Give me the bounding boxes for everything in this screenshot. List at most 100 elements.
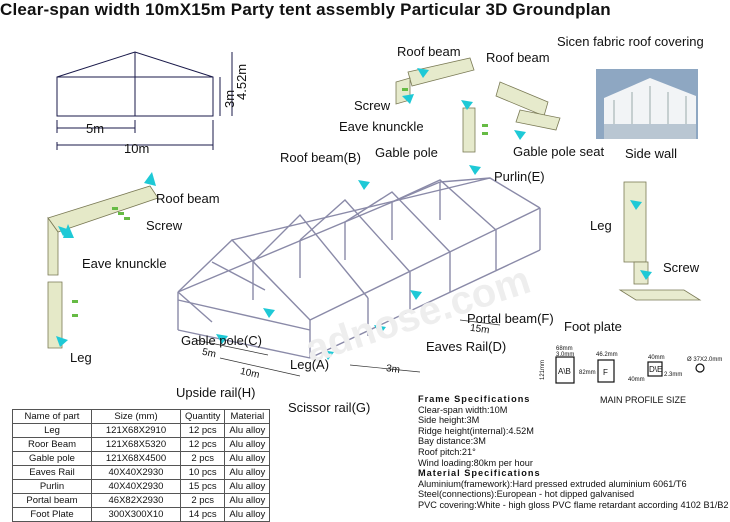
material-spec-line: PVC covering:White - high gloss PVC flam… bbox=[418, 499, 729, 510]
frame-spec-line: Roof pitch:21° bbox=[418, 446, 476, 457]
parts-table: Name of part Size (mm) Quantity Material… bbox=[12, 409, 271, 522]
table-header: Size (mm) bbox=[91, 409, 181, 424]
frame-spec-line: Clear-span width:10M bbox=[418, 404, 508, 415]
label-screw-right: Screw bbox=[663, 260, 700, 275]
frame-specs-heading: Frame Specifications bbox=[418, 394, 531, 404]
frame-spec-line: Wind loading:80km per hour bbox=[418, 457, 533, 468]
profile-4-label: Ø 37X2.0mm bbox=[687, 357, 723, 363]
profile-2-width: 46.2mm bbox=[596, 352, 618, 358]
label-leg-right: Leg bbox=[590, 218, 612, 233]
table-cell: 15 pcs bbox=[179, 479, 226, 494]
profile-2-height: 82mm bbox=[579, 370, 596, 376]
table-cell: 121X68X5320 bbox=[91, 437, 181, 452]
profile-1-height: 121mm bbox=[540, 359, 546, 380]
table-header: Quantity bbox=[179, 409, 226, 424]
screw-bolts bbox=[72, 88, 488, 317]
label-roof-beam-left: Roof beam bbox=[156, 191, 220, 206]
label-scissor-rail-g: Scissor rail(G) bbox=[288, 400, 371, 415]
table-row: Gable pole 121X68X4500 2 pcs Alu alloy bbox=[12, 451, 271, 466]
table-cell: Gable pole bbox=[12, 451, 92, 466]
label-sicen-fabric: Sicen fabric roof covering bbox=[557, 34, 704, 49]
label-eaves-rail-d: Eaves Rail(D) bbox=[426, 339, 507, 354]
table-row: Eaves Rail 40X40X2930 10 pcs Alu alloy bbox=[12, 465, 271, 480]
profile-2-letter: F bbox=[603, 368, 608, 377]
profile-3-height: 40mm bbox=[628, 377, 645, 383]
table-cell: Alu alloy bbox=[224, 507, 271, 522]
profile-1-letter: A\B bbox=[558, 367, 571, 376]
table-cell: 2 pcs bbox=[179, 493, 226, 508]
table-header: Material bbox=[224, 409, 271, 424]
material-spec-line: Steel(connections):European - hot dipped… bbox=[418, 489, 635, 500]
frame-spec-line: Side height:3M bbox=[418, 415, 480, 426]
material-spec-line: Aluminium(framework):Hard pressed extrud… bbox=[418, 478, 687, 489]
table-cell: Leg bbox=[12, 423, 92, 438]
table-row: Portal beam 46X82X2930 2 pcs Alu alloy bbox=[12, 493, 271, 508]
page-title: Clear-span width 10mX15m Party tent asse… bbox=[0, 0, 611, 19]
table-cell: 40X40X2930 bbox=[91, 479, 181, 494]
label-upside-rail-h: Upside rail(H) bbox=[176, 385, 256, 400]
table-cell: 121X68X4500 bbox=[91, 451, 181, 466]
table-header-row: Name of part Size (mm) Quantity Material bbox=[12, 409, 271, 424]
label-gable-pole-top: Gable pole bbox=[375, 145, 438, 160]
label-purlin-e: Purlin(E) bbox=[494, 169, 545, 184]
table-cell: 10 pcs bbox=[179, 465, 226, 480]
dim-width: 10m bbox=[124, 141, 150, 156]
label-leg-a: Leg(A) bbox=[290, 357, 330, 372]
profile-sections bbox=[555, 356, 705, 384]
table-cell: Alu alloy bbox=[224, 493, 271, 508]
label-screw-left: Screw bbox=[146, 218, 183, 233]
label-leg-left: Leg bbox=[70, 350, 92, 365]
profile-3-width: 40mm bbox=[648, 355, 665, 361]
specifications-block: Frame Specifications Clear-span width:10… bbox=[418, 394, 729, 511]
label-roof-beam-b: Roof beam(B) bbox=[280, 150, 361, 165]
part-arrows bbox=[56, 68, 652, 360]
table-row: Roor Beam 121X68X5320 12 pcs Alu alloy bbox=[12, 437, 271, 452]
label-foot-plate: Foot plate bbox=[564, 319, 622, 334]
frame-spec-line: Bay distance:3M bbox=[418, 436, 486, 447]
table-row: Foot Plate 300X300X10 14 pcs Alu alloy bbox=[12, 507, 271, 522]
dim-half-width: 5m bbox=[86, 121, 105, 136]
profile-1-inner-width: 3.0mm bbox=[556, 352, 575, 358]
label-screw-top: Screw bbox=[354, 98, 391, 113]
profile-1-width: 68mm bbox=[556, 346, 573, 352]
table-cell: 46X82X2930 bbox=[91, 493, 181, 508]
label-side-wall: Side wall bbox=[625, 146, 678, 161]
left-detail-parts bbox=[47, 185, 159, 349]
table-cell: 2 pcs bbox=[179, 451, 226, 466]
table-cell: Alu alloy bbox=[224, 479, 271, 494]
label-gable-pole-c: Gable pole(C) bbox=[181, 333, 262, 348]
label-eave-knunckle-left: Eave knunckle bbox=[82, 256, 167, 271]
label-eave-knunckle-top: Eave knunckle bbox=[339, 119, 424, 134]
table-cell: 121X68X2910 bbox=[91, 423, 181, 438]
table-cell: Alu alloy bbox=[224, 451, 271, 466]
label-roof-beam-top1: Roof beam bbox=[397, 44, 461, 59]
table-cell: Alu alloy bbox=[224, 423, 271, 438]
table-cell: Alu alloy bbox=[224, 437, 271, 452]
table-cell: 12 pcs bbox=[179, 423, 226, 438]
right-detail-parts bbox=[618, 181, 702, 301]
ground-dimensions bbox=[195, 319, 501, 377]
tent-photo bbox=[596, 69, 698, 139]
frame-spec-line: Ridge height(internal):4.52M bbox=[418, 425, 534, 436]
table-cell: Roor Beam bbox=[12, 437, 92, 452]
label-portal-beam-f: Portal beam(F) bbox=[467, 311, 554, 326]
table-cell: 12 pcs bbox=[179, 437, 226, 452]
table-cell: Purlin bbox=[12, 479, 92, 494]
label-gable-pole-seat: Gable pole seat bbox=[513, 144, 605, 159]
table-header: Name of part bbox=[12, 409, 92, 424]
tent-elevation bbox=[56, 51, 233, 150]
table-cell: 40X40X2930 bbox=[91, 465, 181, 480]
table-cell: 14 pcs bbox=[179, 507, 226, 522]
profiles-caption: MAIN PROFILE SIZE bbox=[600, 395, 687, 405]
profile-3-thickness: 2.3mm bbox=[664, 372, 683, 378]
table-cell: Eaves Rail bbox=[12, 465, 92, 480]
table-row: Purlin 40X40X2930 15 pcs Alu alloy bbox=[12, 479, 271, 494]
material-specs-heading: Material Specifications bbox=[418, 468, 541, 479]
table-cell: Foot Plate bbox=[12, 507, 92, 522]
table-row: Leg 121X68X2910 12 pcs Alu alloy bbox=[12, 423, 271, 438]
table-cell: Portal beam bbox=[12, 493, 92, 508]
label-roof-beam-top2: Roof beam bbox=[486, 50, 550, 65]
table-cell: Alu alloy bbox=[224, 465, 271, 480]
tent-frame-3d bbox=[177, 177, 541, 359]
